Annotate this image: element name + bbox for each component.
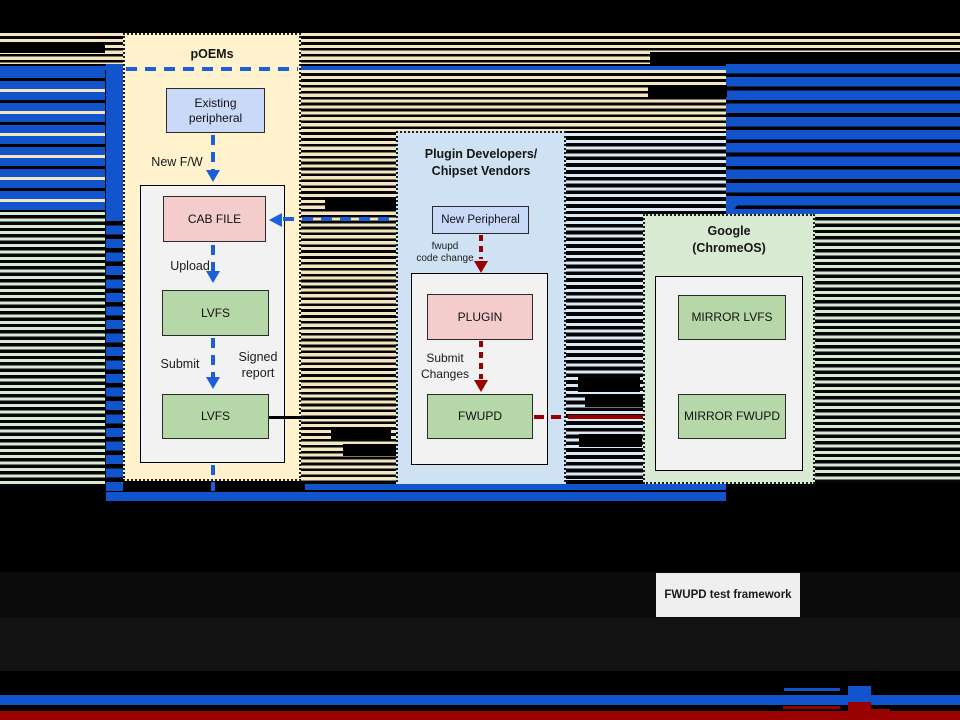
arrow-existing-to-cab (211, 135, 215, 171)
plugin-box: PLUGIN (427, 294, 533, 340)
redaction-block (325, 197, 396, 210)
redaction-block (585, 395, 643, 407)
new-peripheral-label: New Peripheral (441, 213, 520, 226)
arrow-lvfs-to-fwupd (269, 416, 415, 419)
poems-panel-title: pOEMs (190, 47, 234, 61)
redaction-block (579, 434, 642, 447)
stripe-right-of-google (815, 214, 960, 483)
fwupd-box: FWUPD (427, 394, 533, 439)
fwupd-box-label: FWUPD (458, 409, 502, 423)
bottom-blue-bar (106, 492, 726, 501)
google-title-line1: Google (707, 224, 751, 238)
bottom-blue-bar-thin (305, 484, 726, 490)
arrow-plugin-to-fwupd (479, 341, 483, 379)
submit-changes-line2: Changes (420, 367, 470, 381)
arrowhead-down-icon (474, 261, 488, 273)
blue-column-solid (106, 64, 123, 212)
dark-band-lower (0, 618, 960, 671)
mirror-fwupd-box: MIRROR FWUPD (678, 394, 786, 439)
arrowhead-down-icon (206, 170, 220, 182)
arrow-newperipheral-to-cab (283, 217, 432, 221)
redaction-block (331, 427, 391, 439)
cab-file-label: CAB FILE (187, 211, 242, 226)
existing-peripheral-box: Existing peripheral (166, 88, 265, 133)
stripe-region-left-green (0, 212, 105, 487)
blue-rule-left (0, 66, 106, 70)
plugin-box-label: PLUGIN (457, 309, 503, 324)
dark-band-upper (0, 572, 960, 618)
existing-peripheral-label: Existing peripheral (188, 95, 243, 125)
code-change-line1: fwupd (431, 241, 459, 252)
submit-label: Submit (160, 357, 200, 371)
redaction-block (0, 44, 105, 53)
google-panel-title: Google (ChromeOS) (643, 223, 815, 257)
arrow-newperipheral-to-plugin (479, 235, 483, 259)
blue-rule-mid (301, 66, 726, 70)
google-title-line2: (ChromeOS) (692, 241, 766, 255)
test-framework-label: FWUPD test framework (664, 589, 792, 601)
arrow-stub-down (211, 465, 215, 491)
arrow-lvfs-to-lvfs (211, 338, 215, 378)
mirror-fwupd-label: MIRROR FWUPD (684, 409, 780, 423)
cab-file-box: CAB FILE (163, 196, 266, 242)
stripe-band-upper-mid (396, 70, 726, 131)
stripe-right-of-plugin-upper (566, 133, 726, 214)
new-peripheral-box: New Peripheral (432, 206, 529, 234)
new-fw-label: New F/W (151, 155, 203, 169)
submit-changes-label: Submit Changes (418, 350, 472, 382)
code-change-line2: code change (416, 253, 474, 264)
lvfs-top-label: LVFS (200, 305, 231, 320)
footer-red-tick (783, 706, 840, 709)
mirror-lvfs-box: MIRROR LVFS (678, 295, 786, 340)
arrowhead-down-icon (206, 377, 220, 389)
submit-changes-line1: Submit (426, 351, 464, 365)
footer-blue-bar (0, 695, 960, 705)
footer-red-bar (0, 711, 960, 720)
redaction-block (648, 85, 727, 97)
stripe-region-right-blue (726, 64, 960, 214)
mirror-lvfs-label: MIRROR LVFS (691, 310, 773, 324)
plugin-title-line2: Chipset Vendors (431, 164, 531, 178)
lvfs-top-box: LVFS (162, 290, 269, 336)
arrowhead-left-icon (269, 213, 282, 227)
redaction-block (343, 444, 396, 456)
blue-column-dashed (106, 212, 123, 492)
lvfs-bottom-box: LVFS (162, 394, 269, 439)
poems-dashed-divider (126, 67, 298, 71)
redaction-block (578, 377, 640, 392)
fwupd-code-change-label: fwupd code change (412, 241, 478, 265)
stripe-region-left-blue (0, 70, 105, 212)
lvfs-bottom-label: LVFS (200, 409, 231, 423)
test-framework-box: FWUPD test framework (656, 573, 800, 617)
signed-report-label: Signed report (238, 350, 278, 380)
plugin-panel-title: Plugin Developers/ Chipset Vendors (396, 146, 566, 180)
redaction-block (650, 52, 960, 64)
arrow-cab-to-lvfs (211, 245, 215, 272)
stripe-gap-poems-plugin (301, 70, 396, 483)
footer-blue-tick (784, 688, 840, 691)
upload-label: Upload (170, 259, 210, 273)
plugin-title-line1: Plugin Developers/ (424, 147, 538, 161)
arrow-fwupd-to-mirror-solid (569, 415, 644, 419)
arrowhead-down-icon (206, 271, 220, 283)
arrowhead-down-icon (474, 380, 488, 392)
